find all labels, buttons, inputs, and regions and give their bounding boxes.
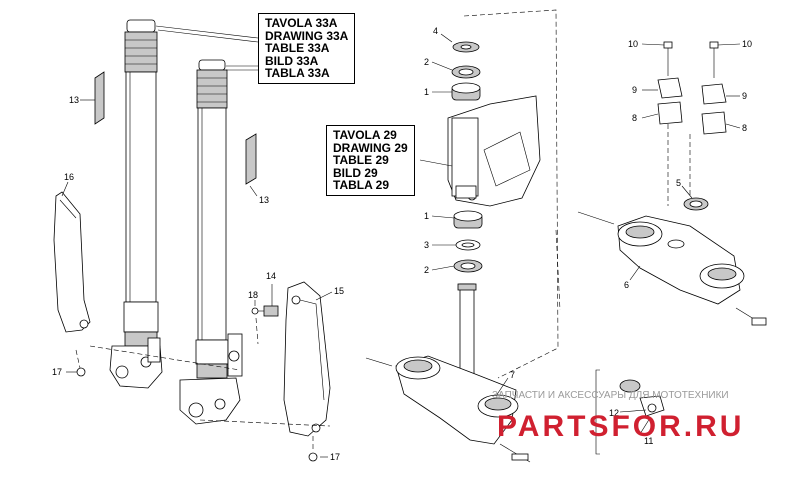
callout-11: 11	[644, 436, 653, 446]
callout-17-left: 17	[52, 367, 62, 377]
callout-9-right: 9	[742, 91, 747, 101]
ref-29-line-3: TABLE 29	[333, 153, 389, 167]
callout-2-bottom: 2	[424, 265, 429, 275]
handlebar-clamp-right	[701, 41, 727, 135]
part-11-bracket	[619, 379, 665, 417]
ref-29-line-1: TAVOLA 29	[333, 128, 397, 142]
lower-bearing-stack	[453, 210, 483, 273]
callout-1-bottom: 1	[424, 211, 429, 221]
callout-7: 7	[510, 370, 515, 380]
callout-8-left: 8	[632, 113, 637, 123]
steering-head-frame	[447, 95, 541, 207]
callout-16: 16	[64, 172, 74, 182]
reference-box-29: TAVOLA 29 DRAWING 29 TABLE 29 BILD 29 TA…	[326, 125, 415, 196]
callout-13-right: 13	[259, 195, 269, 205]
part-14-bracket	[263, 305, 279, 317]
ref-29-line-4: BILD 29	[333, 165, 378, 180]
ref-33a-line-3: TABLE 33A	[265, 41, 330, 55]
part-13-clip-right	[245, 133, 257, 185]
watermark-logo: PARTSFOR.RU	[497, 410, 744, 443]
reference-box-33a: TAVOLA 33A DRAWING 33A TABLE 33A BILD 33…	[258, 13, 356, 84]
part-5-nut	[683, 197, 709, 211]
part-17-washer-right	[308, 452, 318, 462]
watermark-caption: ЗАПЧАСТИ И АКСЕССУАРЫ ДЛЯ МОТОТЕХНИКИ	[492, 390, 729, 401]
handlebar-clamp-left	[657, 41, 683, 125]
callout-12: 12	[609, 408, 619, 418]
callout-10-left: 10	[628, 39, 638, 49]
ref-33a-line-1: TAVOLA 33A	[265, 16, 338, 30]
left-fork-leg	[109, 19, 163, 389]
callout-1-top: 1	[424, 87, 429, 97]
callout-6: 6	[624, 280, 629, 290]
upper-bearing-stack	[451, 41, 481, 101]
ref-29-line-2: DRAWING 29	[333, 140, 408, 155]
callout-18: 18	[248, 290, 258, 300]
callout-15: 15	[334, 286, 344, 296]
callout-5: 5	[676, 178, 681, 188]
callout-9-left: 9	[632, 85, 637, 95]
part-13-clip-left	[94, 71, 105, 125]
ref-33a-line-5: TABLA 33A	[265, 66, 330, 80]
part-17-washer-left	[76, 367, 86, 377]
ref-33a-line-2: DRAWING 33A	[265, 28, 349, 43]
ref-33a-line-4: BILD 33A	[265, 53, 319, 68]
callout-10-right: 10	[742, 39, 752, 49]
callout-8-right: 8	[742, 123, 747, 133]
callout-3: 3	[424, 240, 429, 250]
part-16-fork-guard	[53, 191, 91, 333]
part-7-lower-triple-clamp	[365, 283, 531, 463]
right-fork-leg	[179, 59, 243, 425]
ref-29-line-5: TABLA 29	[333, 178, 390, 192]
part-6-upper-triple-clamp	[577, 211, 767, 326]
callout-2-top: 2	[424, 57, 429, 67]
callout-17-right: 17	[330, 452, 340, 462]
callout-14: 14	[266, 271, 276, 281]
callout-4: 4	[433, 26, 438, 36]
part-18-screw	[251, 307, 264, 315]
callout-13-left: 13	[69, 95, 79, 105]
part-15-fork-guard	[283, 281, 331, 437]
